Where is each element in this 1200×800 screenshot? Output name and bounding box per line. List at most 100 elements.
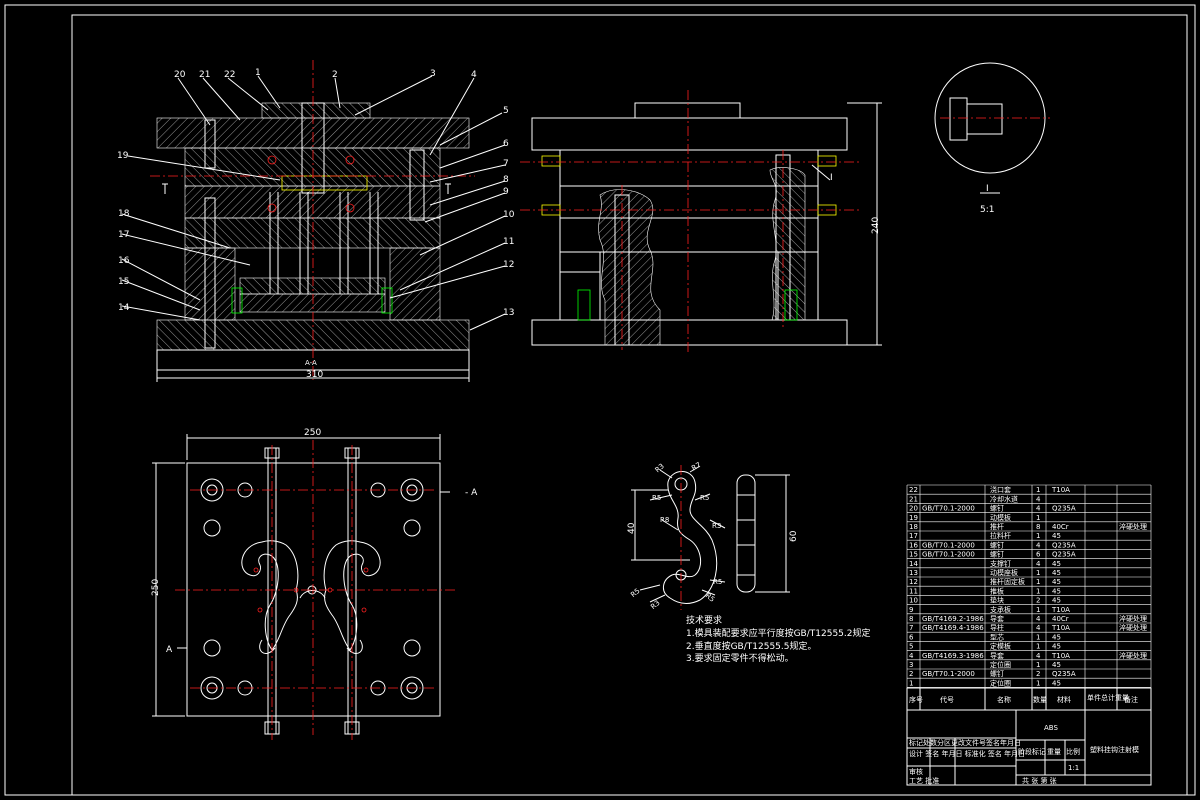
title-block-ratio: 比例	[1066, 747, 1080, 756]
bom-cell-qty: 4	[1036, 541, 1041, 549]
title-block-row1: 标记处数分区更改文件号签名年月日	[909, 738, 1021, 747]
bom-row: 14 支撑钉 4 45	[909, 559, 1061, 568]
part-dim-r3c: R3	[649, 599, 661, 611]
bom-cell-mat: 45	[1052, 597, 1061, 605]
tech-req-line-3: 3.要求固定零件不得松动。	[686, 652, 794, 664]
dim-250-vertical: 250	[151, 579, 161, 596]
bom-cell-no: 7	[909, 624, 913, 632]
bom-cell-name: 螺钉	[990, 540, 1004, 549]
bom-cell-mat: 45	[1052, 532, 1061, 540]
bom-cell-code: GB/T4169.3-1986	[922, 652, 984, 660]
part-no-16: 16	[118, 256, 130, 266]
bom-cell-qty: 1	[1036, 514, 1040, 522]
bom-cell-mat: 45	[1052, 569, 1061, 577]
bom-cell-qty: 2	[1036, 597, 1040, 605]
bom-header-mat: 材料	[1057, 695, 1071, 704]
title-block-row3: 审核	[909, 767, 923, 776]
bom-cell-no: 5	[909, 643, 913, 651]
title-block-title: 塑料挂钩注射模	[1090, 745, 1139, 754]
bom-cell-no: 10	[909, 597, 918, 605]
dim-240: 240	[871, 217, 881, 234]
bom-cell-name: 型芯	[990, 632, 1004, 641]
bom-cell-no: 15	[909, 551, 918, 559]
part-dim-r5e: R5	[704, 592, 716, 604]
bom-cell-qty: 4	[1036, 505, 1041, 513]
part-no-15: 15	[118, 277, 129, 287]
bom-cell-mat: 45	[1052, 587, 1061, 595]
part-dim-r5a: R5	[652, 494, 661, 502]
part-no-11: 11	[503, 237, 514, 247]
part-dim-r3b: R3	[712, 522, 721, 530]
bom-cell-qty: 1	[1036, 606, 1040, 614]
bom-cell-no: 18	[909, 523, 918, 531]
bom-cell-qty: 1	[1036, 633, 1040, 641]
bom-cell-code: GB/T70.1-2000	[922, 670, 975, 678]
bom-cell-code: GB/T70.1-2000	[922, 551, 975, 559]
title-block-sheets: 共 张 第 张	[1022, 776, 1057, 785]
tech-req-title: 技术要求	[686, 614, 722, 626]
part-no-20: 20	[174, 70, 186, 80]
bom-cell-name: 支承板	[990, 605, 1011, 614]
bom-cell-name: 导套	[990, 651, 1004, 660]
bom-cell-name: 螺钉	[990, 669, 1004, 678]
part-no-3: 3	[430, 69, 436, 79]
bom-cell-mat: T10A	[1051, 486, 1070, 494]
bom-cell-qty: 1	[1036, 578, 1040, 586]
bom-cell-mat: Q235A	[1052, 541, 1076, 549]
bom-cell-note: 淬硬处理	[1119, 614, 1147, 623]
bom-cell-note: 淬硬处理	[1119, 623, 1147, 632]
part-no-5: 5	[503, 106, 509, 116]
bom-cell-mat: 45	[1052, 560, 1061, 568]
bom-cell-mat: 45	[1052, 679, 1061, 687]
bom-cell-no: 21	[909, 495, 918, 503]
part-no-7: 7	[503, 159, 509, 169]
bom-cell-qty: 1	[1036, 486, 1040, 494]
part-dim-40: 40	[627, 522, 637, 534]
bom-cell-no: 17	[909, 532, 918, 540]
part-no-9: 9	[503, 187, 509, 197]
bom-cell-no: 8	[909, 615, 913, 623]
bom-cell-no: 4	[909, 652, 914, 660]
bom-cell-code: GB/T70.1-2000	[922, 505, 975, 513]
bom-cell-no: 14	[909, 560, 918, 568]
bom-cell-note: 淬硬处理	[1119, 651, 1147, 660]
bom-cell-qty: 4	[1036, 560, 1041, 568]
bom-cell-no: 20	[909, 505, 918, 513]
bom-cell-qty: 1	[1036, 679, 1040, 687]
bom-cell-qty: 4	[1036, 615, 1041, 623]
bom-cell-name: 垫块	[990, 596, 1004, 605]
bom-cell-no: 9	[909, 606, 913, 614]
part-no-2: 2	[332, 70, 338, 80]
bom-cell-name: 定模板	[990, 642, 1011, 651]
bom-cell-name: 支撑钉	[990, 559, 1011, 568]
bom-cell-no: 1	[909, 679, 913, 687]
bom-header-note: 备注	[1124, 695, 1138, 704]
title-block-row2: 设计 签名 年月日 标准化 签名 年月日	[909, 749, 1025, 758]
bom-header-name: 名称	[997, 695, 1011, 704]
bom-cell-qty: 1	[1036, 661, 1040, 669]
title-block-weight: 重量	[1047, 748, 1061, 756]
bom-header-no: 序号	[909, 695, 923, 704]
bom-cell-no: 3	[909, 661, 913, 669]
bom-cell-no: 16	[909, 541, 918, 549]
section-mark-a-left: A	[166, 645, 173, 655]
bom-cell-name: 推杆固定板	[990, 577, 1025, 586]
bom-cell-mat: T10A	[1051, 624, 1070, 632]
bom-cell-name: 螺钉	[990, 504, 1004, 513]
bom-cell-mat: 45	[1052, 643, 1061, 651]
bom-cell-mat: Q235A	[1052, 551, 1076, 559]
part-dim-r5b: R5	[700, 494, 709, 502]
bom-cell-name: 浇口套	[990, 485, 1011, 494]
bom-cell-note: 淬硬处理	[1119, 522, 1147, 531]
tech-req-line-2: 2.垂直度按GB/T12555.5规定。	[686, 640, 816, 652]
detail-scale: 5:1	[980, 205, 994, 215]
bom-cell-mat: 45	[1052, 578, 1061, 586]
bom-cell-qty: 4	[1036, 624, 1041, 632]
inner-frame	[71, 14, 1188, 796]
bom-cell-code: GB/T4169.2-1986	[922, 615, 984, 623]
